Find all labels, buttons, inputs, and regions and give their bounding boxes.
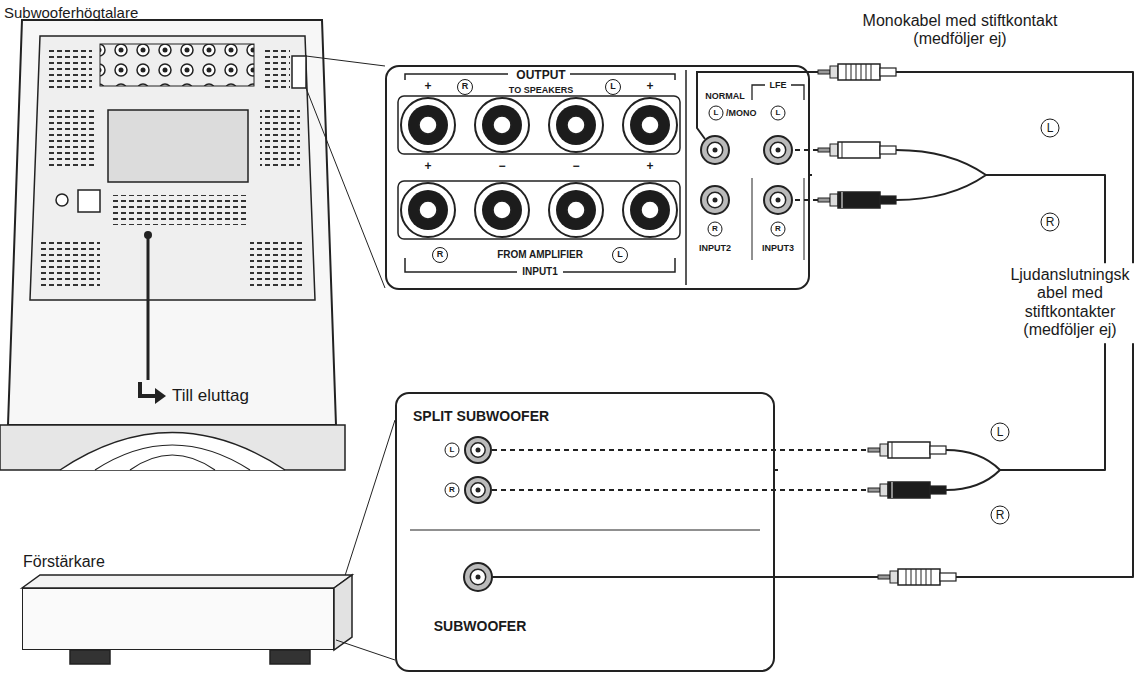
polarity-mark: + — [424, 160, 431, 174]
jack-label: LFE — [770, 80, 787, 90]
channel-mark: L — [1041, 119, 1060, 138]
speaker-terminals — [401, 98, 677, 237]
channel-mark: R — [991, 506, 1010, 525]
node-text: TO SPEAKERS — [509, 85, 573, 95]
polarity-mark: + — [646, 160, 653, 174]
cable-wires — [492, 72, 1000, 577]
channel-mark: L — [605, 79, 621, 95]
channel-mark: L — [612, 247, 628, 263]
node-text: SPLIT SUBWOOFER — [413, 408, 549, 424]
cable-label: Monokabel med stiftkontakt (medföljer ej… — [840, 12, 1080, 49]
input-label: FROM AMPLIFIER — [497, 249, 583, 261]
polarity-mark: − — [498, 160, 505, 174]
channel-mark: R — [457, 79, 473, 95]
pin-jacks — [464, 136, 792, 591]
channel-mark: R — [771, 222, 786, 237]
input-label: INPUT3 — [762, 243, 794, 253]
terminal-panel: OUTPUT TO SPEAKERS — [385, 65, 810, 290]
jack-label: NORMAL — [705, 91, 745, 101]
polarity-mark: − — [572, 160, 579, 174]
jack-label: /MONO — [726, 108, 757, 118]
cable-label: Ljudanslutningsk abel med stiftkontakter… — [1005, 263, 1135, 343]
polarity-mark: + — [424, 80, 431, 94]
node-text: Förstärkare — [23, 553, 105, 571]
power-label: Till eluttag — [172, 386, 249, 406]
amplifier-panel: SPLIT SUBWOOFER SUBWOOFER — [395, 392, 775, 672]
terminal-panel-drawing — [398, 70, 804, 285]
channel-mark: L — [709, 106, 724, 121]
pin-plugs — [818, 64, 956, 585]
channel-mark: L — [445, 443, 460, 458]
channel-mark: R — [1041, 213, 1060, 232]
device-label: Subwooferhögtalare — [4, 4, 138, 21]
channel-mark: L — [771, 106, 786, 121]
node-text: OUTPUT — [516, 69, 565, 83]
input-label: INPUT1 — [522, 266, 558, 278]
node-text: SUBWOOFER — [434, 618, 527, 634]
polarity-mark: + — [646, 80, 653, 94]
channel-mark: L — [991, 423, 1010, 442]
input-label: INPUT2 — [699, 243, 731, 253]
subwoofer-drawing — [0, 20, 385, 470]
amplifier-drawing — [22, 530, 760, 664]
channel-mark: R — [432, 247, 448, 263]
channel-mark: R — [445, 483, 460, 498]
channel-mark: R — [708, 222, 723, 237]
amplifier-box: Förstärkare — [22, 588, 334, 650]
